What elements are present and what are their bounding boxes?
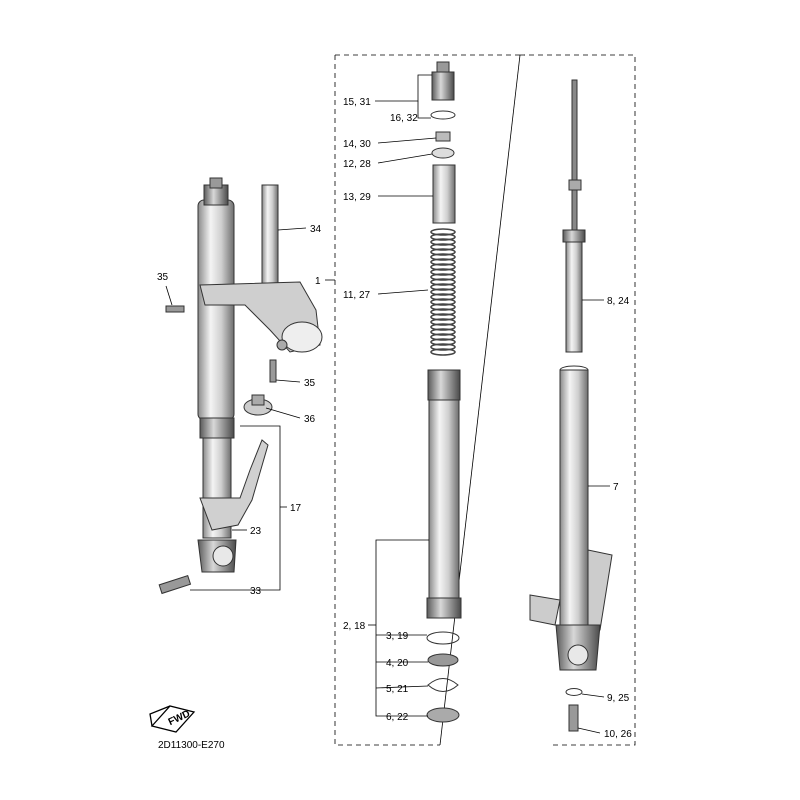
callout-23: 23 (250, 526, 262, 537)
spring-coil (430, 228, 456, 236)
fork-cap-bolt (209, 177, 223, 189)
callout-15-31: 15, 31 (343, 97, 371, 108)
callout-11-27: 11, 27 (343, 290, 370, 301)
callout-10-26: 10, 26 (604, 729, 632, 740)
seal-4-20 (427, 653, 459, 667)
callout-36: 36 (304, 414, 316, 425)
spring-coil (430, 313, 456, 321)
spring-coil (430, 268, 456, 276)
diagram-code: 2D11300-E270 (158, 740, 225, 751)
clamp-bolt-35-lower (269, 359, 277, 383)
seal-3-19 (426, 631, 460, 645)
callout-35-lower: 35 (304, 378, 316, 389)
spring-coil (430, 323, 456, 331)
callout-8-24: 8, 24 (607, 296, 630, 307)
spring-coil (430, 343, 456, 351)
seal-6-22 (426, 707, 460, 723)
clamp-bolt-35-upper (165, 305, 185, 313)
spring-11-27 (430, 228, 456, 356)
spring-coil (430, 333, 456, 341)
spring-coil (430, 293, 456, 301)
callout-17: 17 (290, 503, 302, 514)
callout-7: 7 (613, 482, 619, 493)
callout-33: 33 (250, 586, 262, 597)
callout-9-25: 9, 25 (607, 693, 630, 704)
spring-coil (430, 303, 456, 311)
spring-coil (430, 318, 456, 326)
inner-tube-7 (529, 365, 613, 671)
spring-coil (430, 258, 456, 266)
spring-coil (430, 298, 456, 306)
spring-coil (430, 338, 456, 346)
spring-coil (430, 243, 456, 251)
callout-34: 34 (310, 224, 322, 235)
spring-coil (430, 238, 456, 246)
exploded-view-frame (334, 54, 636, 746)
washer-9-25 (565, 688, 583, 696)
spacer-13-29 (432, 164, 456, 224)
spring-coil (430, 273, 456, 281)
callout-12-28: 12, 28 (343, 159, 371, 170)
spring-coil (430, 308, 456, 316)
callout-2-18: 2, 18 (343, 621, 366, 632)
cap-36 (243, 394, 273, 416)
callout-13-29: 13, 29 (343, 192, 371, 203)
spring-coil (430, 263, 456, 271)
axle-bolt-33 (158, 574, 192, 595)
clip-5-21 (427, 678, 459, 692)
spring-coil (430, 253, 456, 261)
outer-tube-2-18 (426, 369, 462, 619)
callout-35-upper: 35 (157, 272, 169, 283)
assembled-fork-leg (197, 184, 269, 573)
callout-4-20: 4, 20 (386, 658, 409, 669)
damper-rod-8-24 (562, 79, 586, 353)
spring-coil (430, 348, 456, 356)
callout-14-30: 14, 30 (343, 139, 371, 150)
forward-arrow-icon: FWD (149, 705, 196, 733)
spring-coil (430, 288, 456, 296)
leader-lines (165, 74, 610, 734)
spring-coil (430, 278, 456, 286)
bolt-10-26 (568, 704, 579, 732)
callout-16-32: 16, 32 (390, 113, 418, 124)
spring-coil (430, 248, 456, 256)
callout-3-19: 3, 19 (386, 631, 409, 642)
spring-coil (430, 283, 456, 291)
steering-stem (199, 184, 323, 353)
spring-coil (430, 233, 456, 241)
washer-14-30 (435, 131, 451, 142)
callout-5-21: 5, 21 (386, 684, 409, 695)
callout-labels: 15, 31 16, 32 14, 30 12, 28 13, 29 11, 2… (157, 97, 632, 740)
callout-6-22: 6, 22 (386, 712, 409, 723)
spring-coil (430, 328, 456, 336)
cap-bolt-assembly (430, 61, 456, 120)
washer-12-28 (431, 147, 455, 159)
callout-1: 1 (315, 276, 321, 287)
